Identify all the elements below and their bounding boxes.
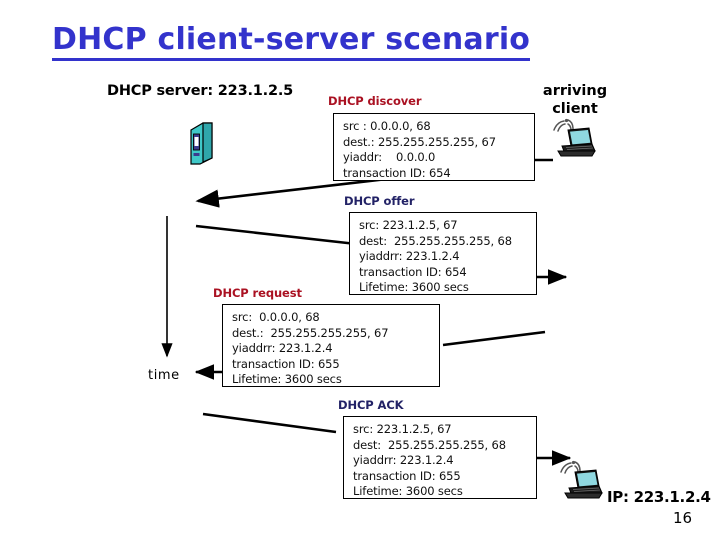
message-box-dhcp-discover: src : 0.0.0.0, 68 dest.: 255.255.255.255… bbox=[333, 113, 535, 181]
dhcp-server-label: DHCP server: 223.1.2.5 bbox=[107, 83, 294, 99]
page-number: 16 bbox=[673, 509, 693, 527]
message-line: src : 0.0.0.0, 68 bbox=[343, 119, 431, 133]
message-line: Lifetime: 3600 secs bbox=[353, 484, 463, 498]
message-line: transaction ID: 655 bbox=[232, 356, 340, 371]
message-line: Lifetime: 3600 secs bbox=[359, 280, 469, 294]
arriving-client-label: arriving client bbox=[536, 82, 614, 118]
message-line: yiaddrr: 223.1.2.4 bbox=[359, 249, 460, 263]
message-line: transaction ID: 655 bbox=[353, 468, 461, 483]
time-axis-label: time bbox=[148, 368, 180, 383]
assigned-ip-label: IP: 223.1.2.4 bbox=[607, 488, 711, 506]
message-box-dhcp-offer: src: 223.1.2.5, 67 dest: 255.255.255.255… bbox=[349, 212, 537, 295]
arriving-client-label-line2: client bbox=[552, 101, 598, 117]
wireless-laptop-icon-bottom bbox=[555, 458, 603, 502]
message-line: transaction ID: 654 bbox=[359, 264, 467, 279]
wireless-laptop-icon-top bbox=[548, 116, 596, 160]
message-line: transaction ID: 654 bbox=[343, 165, 451, 180]
message-line: src: 223.1.2.5, 67 bbox=[353, 422, 452, 436]
message-line: src: 0.0.0.0, 68 bbox=[232, 310, 320, 324]
message-line: dest: 255.255.255.255, 68 bbox=[359, 233, 512, 248]
caption-dhcp-offer: DHCP offer bbox=[344, 194, 415, 208]
message-box-dhcp-request: src: 0.0.0.0, 68 dest.: 255.255.255.255,… bbox=[222, 304, 440, 387]
server-tower-icon bbox=[188, 120, 218, 166]
message-box-dhcp-ack: src: 223.1.2.5, 67 dest: 255.255.255.255… bbox=[343, 416, 537, 499]
message-line: Lifetime: 3600 secs bbox=[232, 372, 342, 386]
message-line: yiaddr: 0.0.0.0 bbox=[343, 150, 436, 164]
arriving-client-label-line1: arriving bbox=[542, 83, 608, 99]
message-line: yiaddrr: 223.1.2.4 bbox=[353, 453, 454, 467]
message-line: src: 223.1.2.5, 67 bbox=[359, 218, 458, 232]
message-line: yiaddrr: 223.1.2.4 bbox=[232, 341, 333, 355]
page-title: DHCP client-server scenario bbox=[52, 24, 531, 61]
message-line: dest: 255.255.255.255, 68 bbox=[353, 437, 506, 452]
message-line: dest.: 255.255.255.255, 67 bbox=[232, 325, 389, 340]
message-line: dest.: 255.255.255.255, 67 bbox=[343, 134, 496, 149]
caption-dhcp-discover: DHCP discover bbox=[328, 94, 422, 108]
caption-dhcp-request: DHCP request bbox=[213, 286, 302, 300]
caption-dhcp-ack: DHCP ACK bbox=[338, 398, 404, 412]
